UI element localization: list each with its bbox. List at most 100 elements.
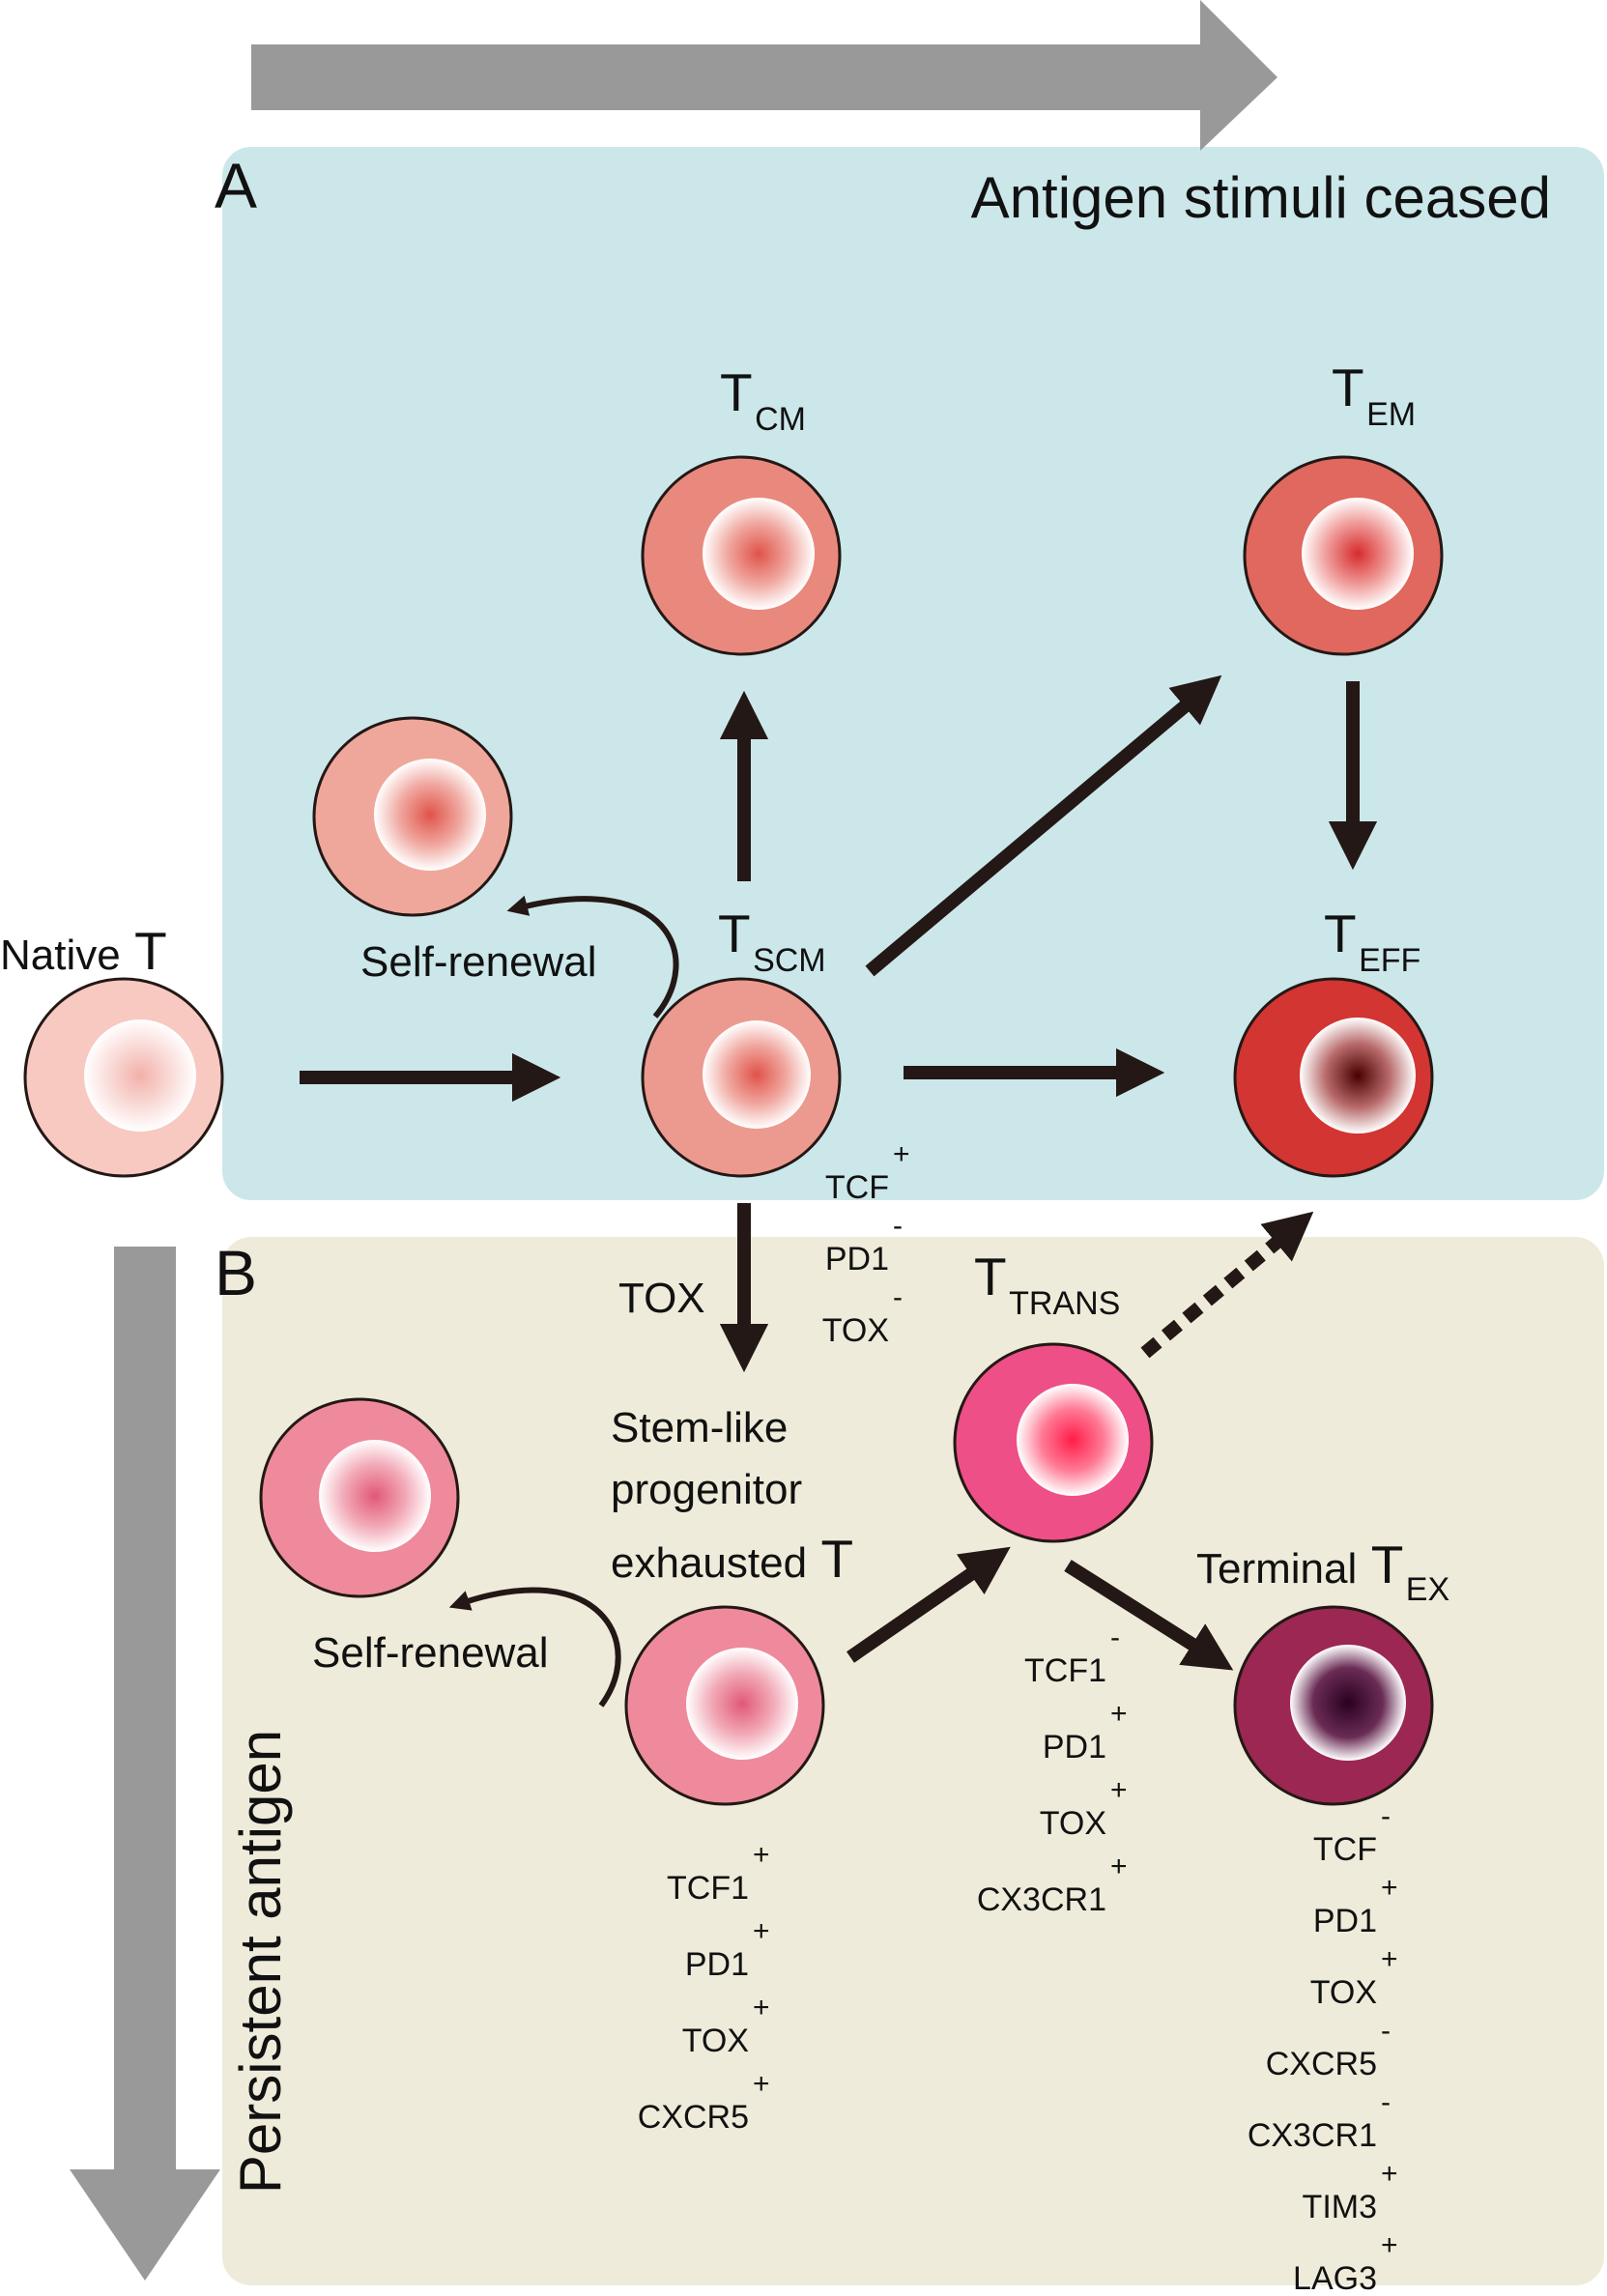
arrow-ttrans-to-terminal [1064, 1560, 1234, 1671]
ttrans-label-big: T [974, 1247, 1007, 1306]
terminal-tex-cell-nucleus [1290, 1645, 1406, 1761]
flow-arrows [300, 674, 1378, 1671]
terminal-marker-sign-2: + [1381, 1943, 1398, 1975]
panel-a-letter: A [215, 150, 257, 221]
ttrans-marker-3: CX3CR1 [977, 1881, 1106, 1918]
panel-a-title: Antigen stimuli ceased [971, 165, 1551, 230]
stem-like-label-line2: progenitor [611, 1466, 802, 1513]
native-t-label-big: T [134, 921, 167, 981]
native-t-label: Native T [0, 921, 167, 981]
self-renewal-top-cell [312, 716, 513, 917]
tcm-label-big: T [720, 362, 753, 422]
ttrans-marker-sign-3: + [1110, 1851, 1128, 1882]
tem-label-sub: EM [1366, 396, 1416, 433]
terminal-marker-1: PD1 [1313, 1903, 1377, 1939]
tscm-marker-sign-2: - [893, 1281, 903, 1313]
ttrans-marker-sign-0: - [1110, 1622, 1120, 1653]
tcm-label: T CM [720, 362, 806, 438]
teff-label-sub: EFF [1359, 942, 1420, 979]
tcm-label-sub: CM [755, 401, 806, 438]
tscm-label: T SCM [718, 904, 826, 979]
terminal-marker-sign-0: - [1381, 1800, 1391, 1832]
tcm-cell [641, 455, 842, 656]
terminal-marker-sign-3: - [1381, 2015, 1391, 2047]
terminal-tex-cell [1233, 1605, 1434, 1806]
tcm-cell-nucleus [703, 498, 815, 610]
panel-b-letter: B [215, 1237, 257, 1308]
teff-label-big: T [1324, 904, 1357, 963]
self-renewal-arrows [448, 895, 679, 1708]
terminal-marker-6: LAG3 [1293, 2260, 1377, 2291]
self-renewal-bottom-curve [448, 1587, 621, 1708]
tem-cell-nucleus [1302, 498, 1414, 610]
progenitor-marker-1: PD1 [685, 1946, 749, 1983]
terminal-marker-sign-5: + [1381, 2158, 1398, 2190]
self-renewal-top-curve [506, 895, 679, 1019]
ttrans-cell [953, 1342, 1154, 1543]
ttrans-marker-0: TCF1 [1024, 1652, 1106, 1689]
self-renewal-bottom-cell-nucleus [319, 1440, 431, 1552]
arrow-progenitor-to-ttrans [847, 1546, 1011, 1663]
tem-cell [1243, 455, 1444, 656]
tscm-cell [641, 977, 842, 1178]
terminal-tex-label: Terminal T EX [1196, 1535, 1449, 1608]
terminal-tex-label-big: T [1371, 1535, 1404, 1594]
stem-like-label-big: T [821, 1529, 854, 1589]
top-gray-arrow [251, 0, 1277, 151]
progenitor-marker-0: TCF1 [667, 1870, 749, 1907]
terminal-marker-2: TOX [1310, 1974, 1377, 2011]
tscm-marker-list: TCF+PD1-TOX- [822, 1138, 910, 1349]
terminal-marker-4: CX3CR1 [1248, 2117, 1377, 2154]
left-gray-arrow-shaft [114, 1247, 176, 2174]
ttrans-cell-nucleus [1017, 1384, 1129, 1496]
tscm-marker-0: TCF [825, 1169, 889, 1206]
teff-cell-nucleus [1300, 1018, 1416, 1134]
tox-transition-label: TOX [618, 1275, 705, 1322]
ttrans-marker-sign-1: + [1110, 1698, 1128, 1730]
progenitor-marker-sign-3: + [753, 2068, 770, 2100]
tscm-cell-nucleus [703, 1020, 811, 1129]
terminal-marker-sign-1: + [1381, 1872, 1398, 1904]
progenitor-marker-3: CXCR5 [638, 2099, 749, 2136]
self-renewal-bottom-label: Self-renewal [312, 1629, 549, 1677]
panel-b-title: Persistent antigen [228, 1730, 293, 2194]
teff-cell [1233, 977, 1434, 1178]
progenitor-marker-sign-0: + [753, 1839, 770, 1871]
stem-like-progenitor-cell-nucleus [686, 1648, 798, 1760]
native-cell-nucleus [84, 1019, 196, 1132]
arrow-tscm-to-tem [865, 674, 1222, 977]
tem-label-big: T [1332, 358, 1364, 417]
progenitor-marker-sign-1: + [753, 1915, 770, 1947]
tscm-marker-sign-0: + [893, 1138, 910, 1170]
ttrans-marker-list: TCF1-PD1+TOX+CX3CR1+ [977, 1622, 1128, 1918]
terminal-tex-label-sub: EX [1406, 1571, 1449, 1608]
panel-a-background [222, 147, 1604, 1200]
left-gray-arrow-head [70, 2169, 220, 2281]
tscm-marker-1: PD1 [825, 1241, 889, 1277]
progenitor-marker-2: TOX [682, 2023, 749, 2059]
stem-like-label-line3: exhausted T [611, 1529, 853, 1589]
terminal-marker-sign-6: + [1381, 2229, 1398, 2261]
tscm-marker-sign-1: - [893, 1210, 903, 1242]
tem-label: T EM [1332, 358, 1416, 433]
tscm-marker-2: TOX [822, 1312, 889, 1349]
progenitor-marker-list: TCF1+PD1+TOX+CXCR5+ [638, 1839, 770, 2136]
stem-like-progenitor-cell [624, 1605, 825, 1806]
teff-label: T EFF [1324, 904, 1420, 979]
terminal-marker-sign-4: - [1381, 2086, 1391, 2118]
self-renewal-top-label: Self-renewal [360, 938, 597, 986]
panel-b-background [222, 1237, 1604, 2285]
self-renewal-bottom-cell [259, 1397, 460, 1598]
ttrans-label: T TRANS [974, 1247, 1120, 1322]
tscm-label-big: T [718, 904, 751, 963]
stem-like-label-line1: Stem-like [611, 1404, 788, 1451]
arrow-ttrans-to-teff-dotted [1140, 1211, 1314, 1359]
terminal-marker-5: TIM3 [1303, 2189, 1377, 2225]
top-gray-arrow-head [1200, 0, 1277, 151]
native-t-cell [23, 977, 224, 1178]
top-gray-arrow-shaft [251, 44, 1208, 110]
progenitor-marker-sign-2: + [753, 1992, 770, 2023]
tscm-label-sub: SCM [753, 942, 826, 979]
